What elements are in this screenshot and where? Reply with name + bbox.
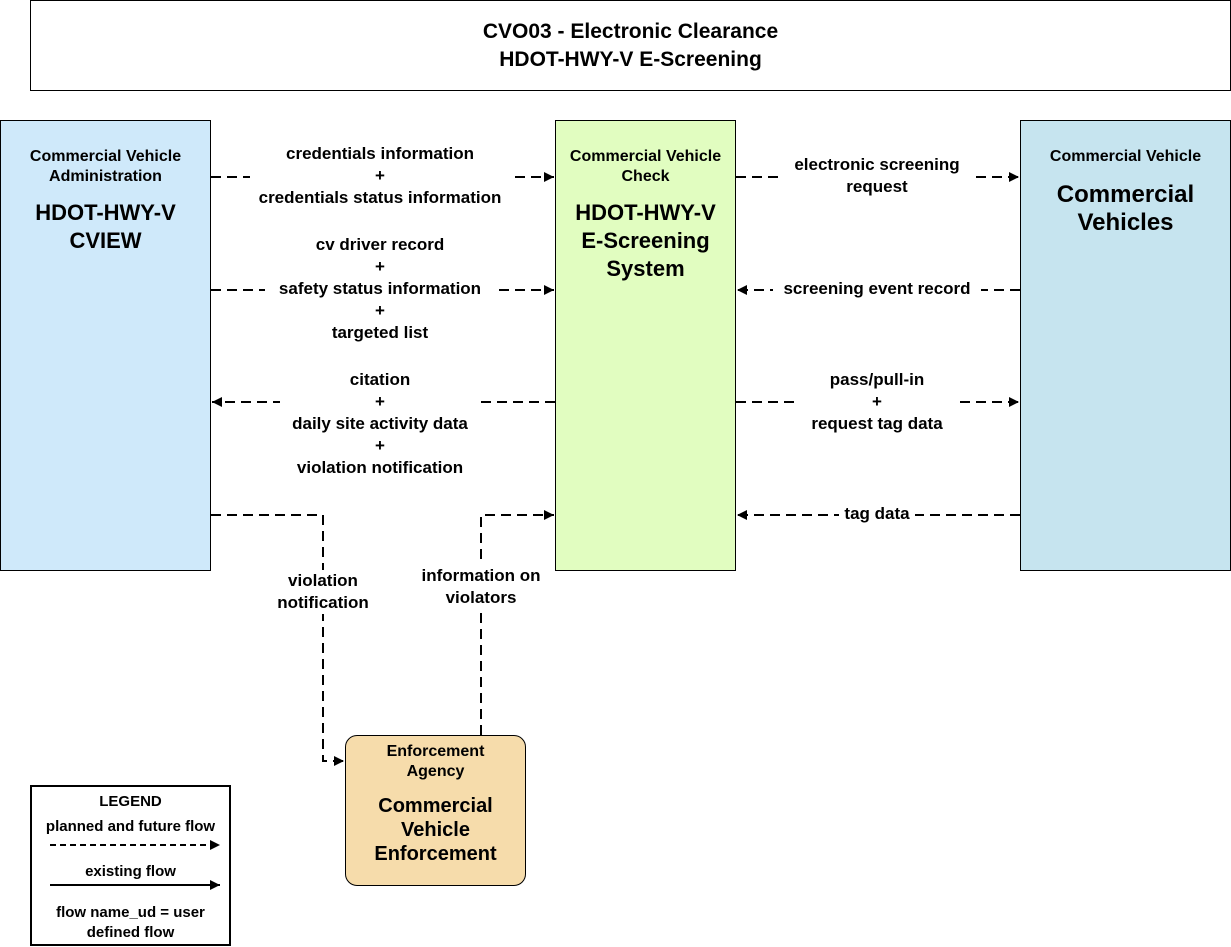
node-name-line: CVIEW [69,228,142,253]
node-category: Enforcement Agency [346,742,525,782]
node-name-line: HDOT-HWY-V [35,200,176,225]
flow-label-line: pass/pull-in [829,370,925,389]
flow-label-line: tag data [844,504,910,523]
flow-label-line: citation [349,370,411,389]
flow-line-information-on-violators [480,510,554,735]
node-name-line: Vehicle [401,819,470,841]
legend-existing-line [50,880,220,890]
flow-label-line: violation [288,571,358,590]
flow-label-line: violators [445,588,517,607]
node-name-line: E-Screening [581,228,710,253]
flow-label-line: daily site activity data [292,414,468,433]
flow-label-line: safety status information [278,279,482,298]
flow-label-line: electronic screening [794,155,960,174]
flow-label-screening-request: electronic screening request [780,154,974,198]
diagram-title: CVO03 - Electronic Clearance HDOT-HWY-V … [30,0,1231,91]
legend-title: LEGEND [99,793,162,810]
node-name-line: Commercial [1056,181,1195,208]
flow-label-line: notification [277,593,369,612]
diagram-title-line1: CVO03 - Electronic Clearance [482,19,779,43]
node-commercial-vehicle: Commercial Vehicle Commercial Vehicles [1020,120,1231,571]
node-commercial-vehicle-check: Commercial Vehicle Check HDOT-HWY-V E-Sc… [555,120,736,571]
node-name: Commercial Vehicles [1021,181,1230,237]
legend-planned-line [50,840,220,850]
flow-label-plus: + [375,166,385,185]
node-enforcement-agency: Enforcement Agency Commercial Vehicle En… [345,735,526,886]
node-name: HDOT-HWY-V CVIEW [1,199,210,255]
flow-label-information-on-violators: information on violators [412,565,550,609]
flow-label-line: request tag data [811,414,943,433]
node-name-line: Vehicles [1077,209,1174,236]
flow-label-citation: citation + daily site activity data + vi… [280,369,480,479]
legend-existing-label: existing flow [85,863,176,880]
node-name: Commercial Vehicle Enforcement [346,794,525,866]
node-category: Commercial Vehicle Check [569,148,722,185]
flow-label-plus: + [872,392,882,411]
flow-label-line: credentials status information [258,188,502,207]
node-name: HDOT-HWY-V E-Screening System [556,199,735,283]
flow-label-line: violation notification [296,458,464,477]
flow-label-tag-data: tag data [839,503,915,525]
legend-planned-label: planned and future flow [45,818,216,835]
flow-label-line: credentials information [286,144,474,163]
flow-label-screening-event: screening event record [773,278,981,300]
node-name-line: Commercial [378,795,493,817]
node-commercial-vehicle-administration: Commercial Vehicle Administration HDOT-H… [0,120,211,571]
node-name-line: System [606,256,685,281]
diagram-title-line2: HDOT-HWY-V E-Screening [499,47,762,71]
legend-note: flow name_ud = user defined flow [56,904,205,941]
node-category-line: Enforcement [386,743,485,760]
node-category-line: Agency [406,763,465,780]
flow-label-credentials: credentials information + credentials st… [250,143,510,209]
flow-label-line: request [846,177,908,196]
flow-label-pass-pull-in: pass/pull-in + request tag data [800,369,954,435]
flow-line-violation-notification [211,514,344,766]
flow-label-plus: + [375,392,385,411]
flow-label-line: information on [421,566,541,585]
flow-label-line: targeted list [331,323,429,342]
node-category: Commercial Vehicle [1049,148,1202,165]
node-category: Commercial Vehicle Administration [29,148,182,185]
flow-label-line: cv driver record [315,235,445,254]
node-name-line: HDOT-HWY-V [575,200,716,225]
flow-label-plus: + [375,257,385,276]
flow-label-line: screening event record [783,279,971,298]
flow-label-plus: + [375,301,385,320]
flow-label-plus: + [375,436,385,455]
legend: LEGEND planned and future flow existing … [30,785,231,946]
node-name-line: Enforcement [374,843,497,865]
flow-label-violation-notification: violation notification [270,570,376,614]
flow-label-safety: cv driver record + safety status informa… [265,234,495,344]
